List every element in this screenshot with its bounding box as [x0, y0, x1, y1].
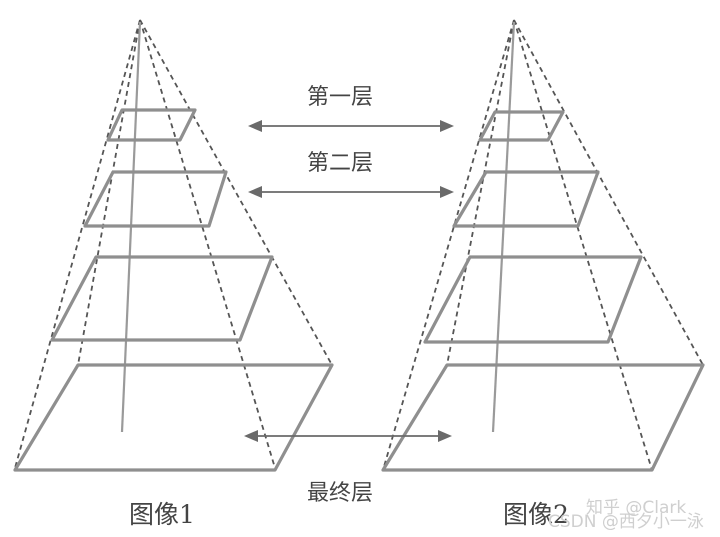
left-dashed-edge-front-right — [139, 19, 276, 469]
caption-image-2: 图像2 — [503, 500, 569, 529]
left-layer-3 — [50, 255, 274, 342]
left-dashed-edge-back-right — [139, 19, 333, 366]
left-layer-2 — [83, 170, 228, 228]
right-layer-final — [381, 363, 705, 472]
right-dashed-edge-front-right — [513, 19, 653, 471]
watermark-zhihu: 知乎 @Clark — [586, 498, 686, 518]
arrow-layer-second — [248, 186, 454, 198]
left-layer-1 — [106, 108, 197, 142]
right-dashed-edge-back-left — [446, 19, 515, 366]
right-layer-1 — [478, 110, 565, 142]
caption-image-1: 图像1 — [129, 500, 195, 529]
right-pyramid — [381, 19, 705, 472]
arrow-layer-first — [248, 120, 454, 132]
left-dashed-edge-back-left — [77, 19, 141, 366]
label-layer-final: 最终层 — [307, 481, 373, 506]
left-pyramid — [13, 19, 334, 472]
watermark-csdn: CSDN @西夕小一泳 — [548, 512, 704, 532]
left-dashed-edge-front-left — [14, 19, 141, 469]
right-dashed-edge-back-right — [513, 19, 704, 366]
label-layer-first: 第一层 — [307, 85, 373, 110]
right-dashed-edge-front-left — [382, 19, 515, 471]
right-layer-2 — [452, 170, 600, 228]
arrow-layer-final — [244, 430, 452, 442]
right-layer-3 — [423, 255, 643, 344]
left-layer-final — [13, 363, 334, 472]
label-layer-second: 第二层 — [307, 151, 373, 176]
